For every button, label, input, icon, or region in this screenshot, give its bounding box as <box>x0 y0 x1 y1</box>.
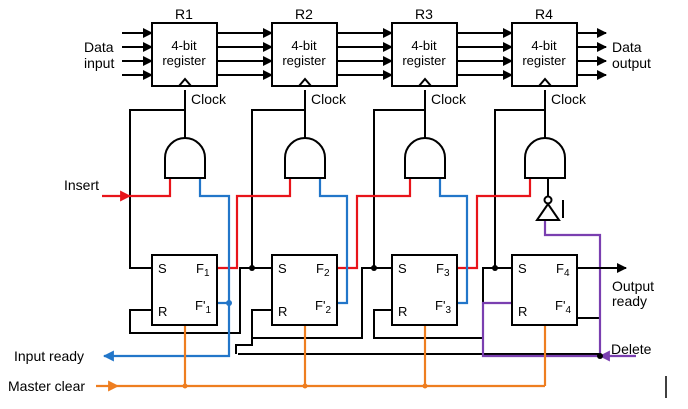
and-gate-1 <box>164 137 206 179</box>
delete-path <box>481 220 636 362</box>
clock-wiring <box>129 90 546 269</box>
svg-text:S: S <box>398 261 407 276</box>
svg-text:F'1: F'1 <box>195 298 211 316</box>
insert-path <box>102 178 532 270</box>
svg-text:4-bit: 4-bit <box>171 38 197 53</box>
svg-text:R: R <box>398 304 407 319</box>
and-gate-4 <box>524 137 566 179</box>
clock-label: Clock <box>551 91 587 107</box>
flipflop-f1: S R F1 F'1 <box>151 254 218 326</box>
and-gate-2 <box>284 137 326 179</box>
register-name: R2 <box>295 6 313 22</box>
svg-text:R: R <box>518 304 527 319</box>
output-ready-label: Output <box>612 278 654 294</box>
svg-text:S: S <box>278 261 287 276</box>
bus-r1-r2 <box>217 28 273 80</box>
svg-text:4-bit: 4-bit <box>291 38 317 53</box>
insert-label: Insert <box>64 177 99 193</box>
svg-text:S: S <box>518 261 527 276</box>
bus-r3-r4 <box>457 28 513 80</box>
delete-label: Delete <box>611 341 652 357</box>
register-name: R3 <box>415 6 433 22</box>
svg-text:S: S <box>158 261 167 276</box>
register-r4: R4 4-bit register Clock <box>511 6 587 107</box>
output-ready-label-2: ready <box>612 293 647 309</box>
master-clear-label: Master clear <box>8 378 85 394</box>
master-clear-path <box>96 325 547 392</box>
and-gate-3 <box>404 137 446 179</box>
clock-label: Clock <box>191 91 227 107</box>
flag-path <box>102 178 469 362</box>
svg-text:F2: F2 <box>316 261 330 279</box>
input-ready-label: Input ready <box>14 348 84 364</box>
svg-text:F1: F1 <box>196 261 210 279</box>
data-input-label: Data <box>84 39 114 55</box>
junction-dots <box>182 265 603 389</box>
svg-text:R: R <box>158 304 167 319</box>
svg-text:register: register <box>162 53 206 68</box>
register-r3: R3 4-bit register Clock <box>391 6 467 107</box>
svg-text:register: register <box>402 53 446 68</box>
data-input-label-2: input <box>84 55 114 71</box>
clock-label: Clock <box>311 91 347 107</box>
data-input-bus <box>122 28 153 80</box>
svg-text:4-bit: 4-bit <box>411 38 437 53</box>
clock-label: Clock <box>431 91 467 107</box>
svg-text:4-bit: 4-bit <box>531 38 557 53</box>
svg-text:R: R <box>278 304 287 319</box>
data-output-label-2: output <box>612 55 651 71</box>
data-output-bus <box>577 28 607 80</box>
svg-text:register: register <box>522 53 566 68</box>
svg-text:F'4: F'4 <box>555 298 571 316</box>
svg-text:register: register <box>282 53 326 68</box>
register-r1: R1 4-bit register Clock <box>151 6 227 107</box>
flipflop-f3: S R F3 F'3 <box>391 254 458 326</box>
svg-text:F'2: F'2 <box>315 298 331 316</box>
svg-text:F'3: F'3 <box>435 298 451 316</box>
svg-text:F3: F3 <box>436 261 450 279</box>
svg-text:F4: F4 <box>556 261 570 279</box>
data-output-label: Data <box>612 39 642 55</box>
register-r2: R2 4-bit register Clock <box>271 6 347 107</box>
flipflop-f4: S R F4 F'4 <box>511 254 578 326</box>
register-name: R1 <box>175 6 193 22</box>
register-name: R4 <box>535 6 553 22</box>
bus-r2-r3 <box>337 28 393 80</box>
inverter-gate <box>535 178 561 221</box>
flipflop-f2: S R F2 F'2 <box>271 254 338 326</box>
